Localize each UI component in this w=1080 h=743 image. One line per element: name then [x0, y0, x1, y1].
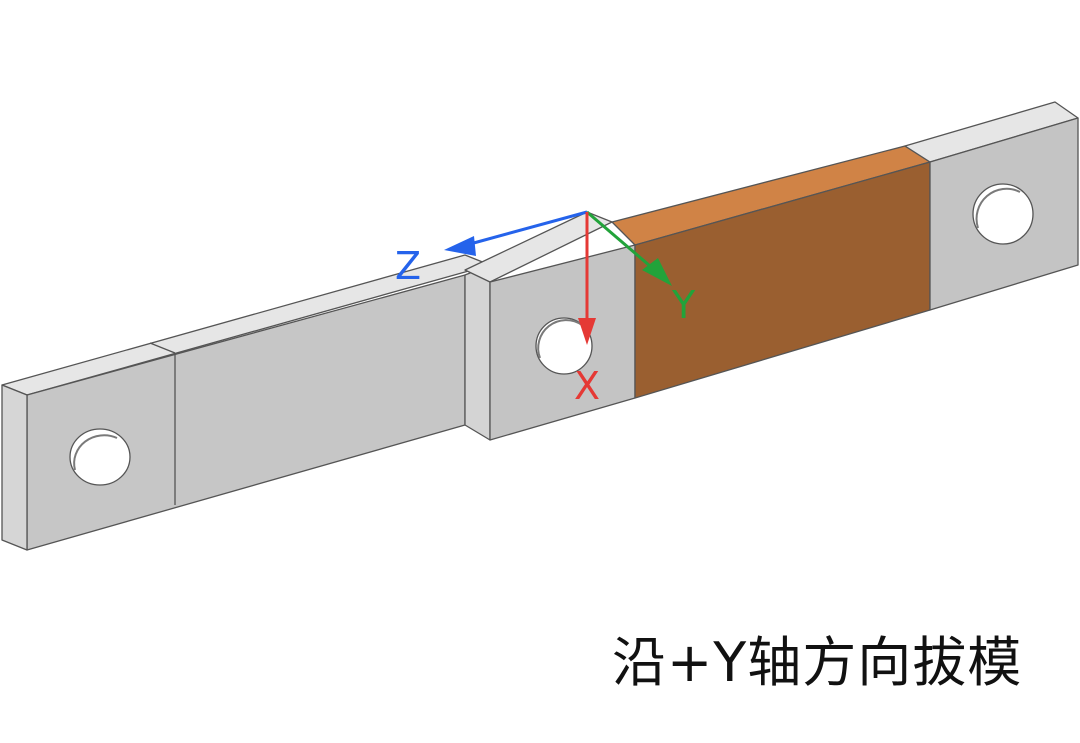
hole-right	[972, 183, 1034, 245]
z-axis-arrow	[444, 210, 588, 256]
caption-text: 沿+Y轴方向拔模	[612, 631, 1023, 694]
x-axis-arrow	[578, 212, 596, 345]
coordinate-triad: Z Y X	[395, 210, 696, 408]
hole-left	[69, 428, 131, 486]
x-axis-label: X	[574, 364, 600, 408]
hole-middle	[535, 317, 593, 375]
step-face	[464, 264, 491, 441]
busbar-part	[1, 101, 1079, 551]
y-axis-arrow	[586, 210, 672, 286]
z-axis-label: Z	[395, 244, 421, 288]
left-segment-edge	[149, 342, 176, 354]
y-axis-label: Y	[671, 283, 696, 327]
left-segment-end-face	[1, 384, 28, 551]
